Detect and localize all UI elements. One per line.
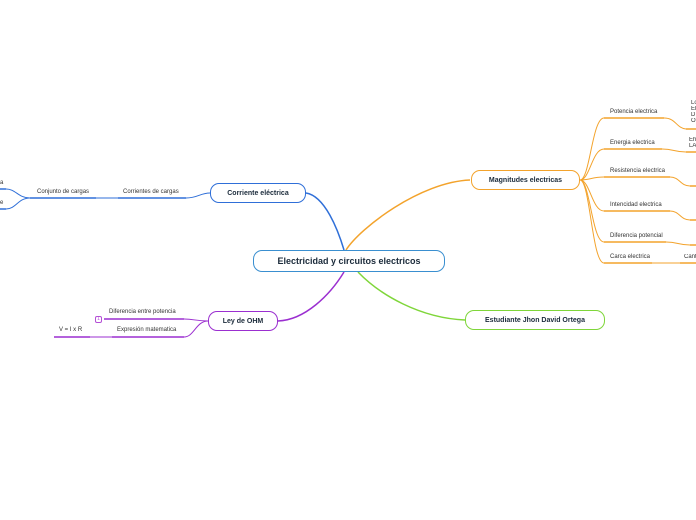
- energia-detail-1[interactable]: Eh: [689, 137, 696, 143]
- corriente-leaf-1[interactable]: a: [0, 180, 4, 186]
- subtopic-intencidad-electrica[interactable]: Intencidad electrica: [610, 202, 662, 208]
- topic-magnitudes-electricas[interactable]: Magnitudes electricas: [471, 170, 580, 190]
- topic-ley-de-ohm[interactable]: Ley de OHM: [208, 311, 278, 331]
- subtopic-potencia-electrica[interactable]: Potencia electrica: [610, 109, 658, 115]
- formula-v-equals-ir[interactable]: V = I x R: [59, 327, 83, 333]
- potencia-detail-4[interactable]: O: [691, 118, 696, 124]
- potencia-detail-3[interactable]: D: [691, 112, 696, 118]
- subtopic-carca-electrica[interactable]: Carca electrica: [610, 254, 651, 260]
- subtopic-energia-electrica[interactable]: Energia electrica: [610, 140, 655, 146]
- subtopic-conjunto-de-cargas[interactable]: Conjunto de cargas: [37, 189, 90, 195]
- central-topic[interactable]: Electricidad y circuitos electricos: [253, 250, 445, 272]
- count-badge[interactable]: 1: [95, 316, 102, 323]
- topic-estudiante[interactable]: Estudiante Jhon David Ortega: [465, 310, 605, 330]
- potencia-detail-1[interactable]: Lo: [691, 100, 696, 106]
- topic-corriente-electrica[interactable]: Corriente eléctrica: [210, 183, 306, 203]
- subtopic-diferencia-potencial[interactable]: Diferencia potencial: [610, 233, 663, 239]
- carga-detail-1[interactable]: Cant: [684, 254, 696, 260]
- corriente-leaf-2[interactable]: e: [0, 200, 4, 206]
- energia-detail-2[interactable]: LA: [689, 143, 696, 149]
- subtopic-expresion-matematica[interactable]: Expresión matematica: [117, 327, 177, 333]
- subtopic-diferencia-entre-potencia[interactable]: Diferencia entre potencia: [109, 309, 176, 315]
- subtopic-resistencia-electrica[interactable]: Resistencia electrica: [610, 168, 666, 174]
- potencia-detail-2[interactable]: El: [691, 106, 696, 112]
- subtopic-corrientes-de-cargas[interactable]: Corrientes de cargas: [123, 189, 179, 195]
